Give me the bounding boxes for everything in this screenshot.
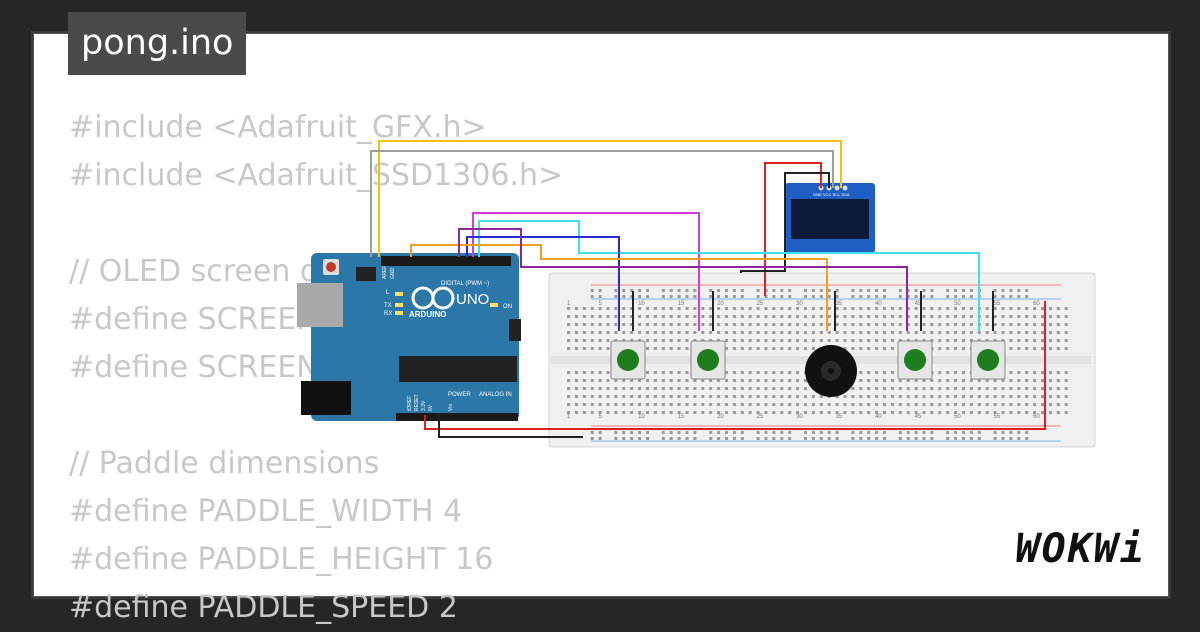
on-label: ON (503, 304, 512, 310)
analog-header (396, 413, 518, 421)
breadboard-column-label: 35 (836, 301, 843, 307)
digital-label: DIGITAL (PWM ~) (441, 281, 489, 287)
oled-display[interactable]: GND VCC SCL SDA (785, 183, 875, 253)
project-preview-card: #include <Adafruit_GFX.h> #include <Adafr… (33, 33, 1169, 625)
board-model: UNO (456, 291, 489, 308)
analog-label: ANALOG IN (479, 392, 512, 398)
power-jack (301, 381, 351, 415)
wire-gray-scl (370, 150, 834, 257)
wokwi-logo: WOKWi (1015, 526, 1146, 572)
aref-label: AREF (382, 266, 388, 279)
wires (370, 140, 1046, 438)
push-button-1[interactable] (610, 340, 646, 380)
wire-orange-buzzer (410, 244, 828, 331)
button-cap-icon (617, 349, 639, 371)
gnd-label: GND (390, 268, 396, 280)
wire-black-gnd2 (438, 415, 583, 438)
wire-black-gnd (740, 172, 830, 273)
wire-red-vcc (764, 162, 822, 296)
code-background: #include <Adafruit_GFX.h> #include <Adafr… (69, 104, 563, 632)
icsp-header (356, 267, 376, 281)
arduino-uno-board[interactable]: UNO ARDUINO DIGITAL (PWM ~) POWER ANALOG… (297, 253, 521, 421)
breadboard-column-label: 50 (954, 414, 961, 420)
wire-blue-btn1 (466, 236, 620, 331)
breadboard-column-label: 45 (915, 414, 922, 420)
breadboard-column-label: 55 (994, 301, 1001, 307)
breadboard-column-label: 15 (678, 414, 685, 420)
ioref-label: IOREF (407, 396, 413, 411)
breadboard-column-label: 35 (836, 414, 843, 420)
vin-label: Vin (448, 404, 454, 411)
breadboard-column-label: 20 (717, 414, 724, 420)
breadboard-column-label: 15 (678, 301, 685, 307)
code-line: #include <Adafruit_GFX.h> (69, 110, 487, 145)
code-line: #define PADDLE_SPEED 2 (69, 590, 458, 625)
breadboard-column-label: 10 (638, 414, 645, 420)
code-line: // Paddle dimensions (69, 446, 380, 481)
breadboard-column-label: 25 (757, 414, 764, 420)
code-line: #include <Adafruit_SSD1306.h> (69, 158, 564, 193)
push-button-2[interactable] (690, 340, 726, 380)
power-label: POWER (448, 392, 471, 398)
breadboard-column-label: 30 (796, 301, 803, 307)
breadboard-column-label: 1 (567, 414, 571, 420)
wire-yellow-sda (378, 140, 842, 257)
rx-label: RX (384, 311, 392, 317)
breadboard-column-label: 40 (875, 301, 882, 307)
wire-red-5v (424, 301, 1046, 430)
button-cap-icon (697, 349, 719, 371)
digital-header (381, 256, 511, 266)
atmega-chip (399, 356, 517, 382)
file-title-tab[interactable]: pong.ino (68, 12, 247, 75)
breadboard-column-labels: 1155101015152020252530303535404045455050… (567, 301, 1040, 420)
circuit-diagram[interactable]: 1155101015152020252530303535404045455050… (34, 34, 1168, 596)
breadboard-column-label: 60 (1033, 414, 1040, 420)
breadboard-column-label: 60 (1033, 301, 1040, 307)
wire-magenta-btn2 (472, 212, 700, 331)
breadboard-column-label: 50 (954, 301, 961, 307)
push-button-4[interactable] (970, 340, 1006, 380)
reset-pin-label: RESET (414, 394, 420, 411)
breadboard-column-label: 5 (599, 414, 603, 420)
file-name: pong.ino (81, 23, 234, 63)
breadboard-column-label: 55 (994, 414, 1001, 420)
push-button-3[interactable] (897, 340, 933, 380)
v33-label: 3.3V (421, 400, 427, 411)
code-line: #define PADDLE_WIDTH 4 (69, 494, 463, 529)
board-brand: ARDUINO (409, 310, 446, 319)
breadboard-column-label: 25 (757, 301, 764, 307)
oled-pin-labels: GND VCC SCL SDA (813, 192, 850, 197)
button-cap-icon (977, 349, 999, 371)
code-line: #define PADDLE_HEIGHT 16 (69, 542, 494, 577)
button-cap-icon (904, 349, 926, 371)
breadboard-column-label: 40 (875, 414, 882, 420)
tx-label: TX (384, 303, 392, 309)
breadboard-column-label: 20 (717, 301, 724, 307)
breadboard-column-label: 5 (599, 301, 603, 307)
breadboard-column-label: 10 (638, 301, 645, 307)
breadboard-column-label: 45 (915, 301, 922, 307)
piezo-buzzer[interactable] (805, 345, 857, 397)
v5-label: 5V (428, 404, 434, 411)
oled-screen (791, 199, 869, 239)
wire-purple-btn3 (458, 228, 908, 331)
breadboard-column-label: 30 (796, 414, 803, 420)
usb-port (297, 283, 343, 327)
l-label: L (386, 290, 390, 296)
reset-button-cap (326, 262, 336, 272)
breadboard-column-label: 1 (567, 301, 571, 307)
